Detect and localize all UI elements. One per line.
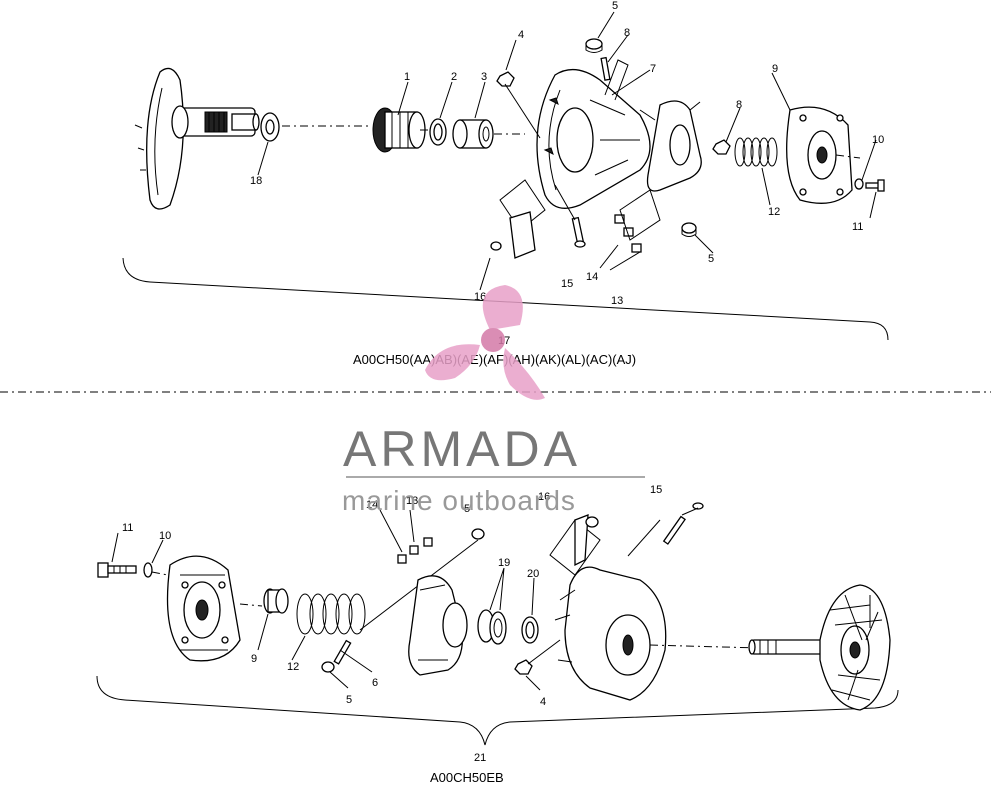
- lower-fixed-sheave: [748, 584, 891, 711]
- callout-1: 1: [404, 71, 410, 83]
- lower-screw-15: [662, 502, 704, 545]
- lower-callout-5-top: 5: [464, 503, 470, 515]
- cap-5-right: [681, 222, 697, 234]
- lower-callout-12: 12: [287, 661, 299, 673]
- upper-model-code: A00CH50(AA)AB)(AE)(AF)(AH)(AK)(AL)(AC)(A…: [353, 352, 636, 367]
- lower-cap-5-left: [321, 661, 335, 673]
- lower-callout-15: 15: [650, 484, 662, 496]
- brand-tagline: marine outboards: [342, 485, 576, 516]
- callout-9: 9: [772, 63, 778, 75]
- propeller-logo: [425, 285, 545, 400]
- washer-10: [854, 178, 864, 190]
- lower-callout-16: 16: [538, 491, 550, 503]
- lower-callout-20: 20: [527, 568, 539, 580]
- lower-callout-14: 14: [366, 499, 378, 511]
- lower-spring-12: [296, 593, 366, 635]
- callout-13: 13: [611, 295, 623, 307]
- lower-cap-5-top: [471, 528, 485, 540]
- lower-callout-11: 11: [122, 522, 133, 534]
- lower-washer-10: [143, 562, 153, 578]
- cam-arm-6: [646, 100, 702, 192]
- bolt-11: [865, 179, 885, 192]
- callout-15: 15: [561, 278, 573, 290]
- lower-assembly: [96, 502, 899, 746]
- lower-bolt-11: [97, 562, 137, 578]
- lower-cover-9: [166, 555, 241, 662]
- lower-sleeve-9: [263, 588, 289, 614]
- pin-8-top: [600, 56, 611, 81]
- nut-8-right: [712, 139, 731, 155]
- cap-5-top: [585, 38, 603, 50]
- lower-movable-sheave: [554, 566, 667, 701]
- callout-18: 18: [250, 175, 262, 187]
- lower-nut-13-b: [423, 537, 433, 547]
- upper-assembly: [122, 11, 889, 341]
- lower-callout-5-bottom: 5: [346, 694, 352, 706]
- spider-1: [372, 107, 426, 153]
- callout-2: 2: [451, 71, 457, 83]
- armada-watermark: ARMADA marine outboards: [342, 285, 645, 516]
- callout-14: 14: [586, 271, 598, 283]
- nut-13-b: [631, 243, 642, 253]
- callout-8-top: 8: [624, 27, 630, 39]
- nut-4: [496, 71, 515, 87]
- screw-15: [554, 184, 586, 248]
- lower-slider-shoe-16: [549, 514, 601, 576]
- callout-3: 3: [481, 71, 487, 83]
- lower-cam-arm: [408, 575, 468, 676]
- callout-5-right: 5: [708, 253, 714, 265]
- nut-14: [614, 214, 625, 224]
- bushing-3: [452, 119, 494, 149]
- lower-callout-9: 9: [251, 653, 257, 665]
- callout-10: 10: [872, 134, 884, 146]
- upper-fixed-sheave: [134, 67, 260, 210]
- cover-9: [786, 106, 853, 204]
- callout-8-right: 8: [736, 99, 742, 111]
- callout-11: 11: [852, 221, 863, 233]
- callout-16: 16: [474, 291, 486, 303]
- callout-7: 7: [650, 63, 656, 75]
- lower-callout-6: 6: [372, 677, 378, 689]
- lower-callout-4: 4: [540, 696, 546, 708]
- callout-12: 12: [768, 206, 780, 218]
- spring-12: [734, 137, 778, 167]
- lower-callout-13: 13: [406, 495, 418, 507]
- callout-4: 4: [518, 29, 524, 41]
- lower-callouts: 11 10 9 12 6 5 14 13 5 19 20 16 15 4 21: [122, 484, 662, 764]
- lower-callout-21: 21: [474, 752, 486, 764]
- bushing-19: [477, 609, 507, 645]
- lower-bracket: [96, 675, 899, 746]
- callout-5-top: 5: [612, 0, 618, 12]
- lower-nut-4: [514, 659, 533, 675]
- movable-sheave-7: [536, 59, 651, 209]
- lower-model-code: A00CH50EB: [430, 770, 504, 785]
- slider-shoe-16: [479, 179, 546, 291]
- lower-callout-10: 10: [159, 530, 171, 542]
- lower-nut-13-a: [409, 545, 419, 555]
- lower-nut-14: [397, 554, 407, 564]
- brand-name: ARMADA: [343, 421, 581, 477]
- lower-callout-19: 19: [498, 557, 510, 569]
